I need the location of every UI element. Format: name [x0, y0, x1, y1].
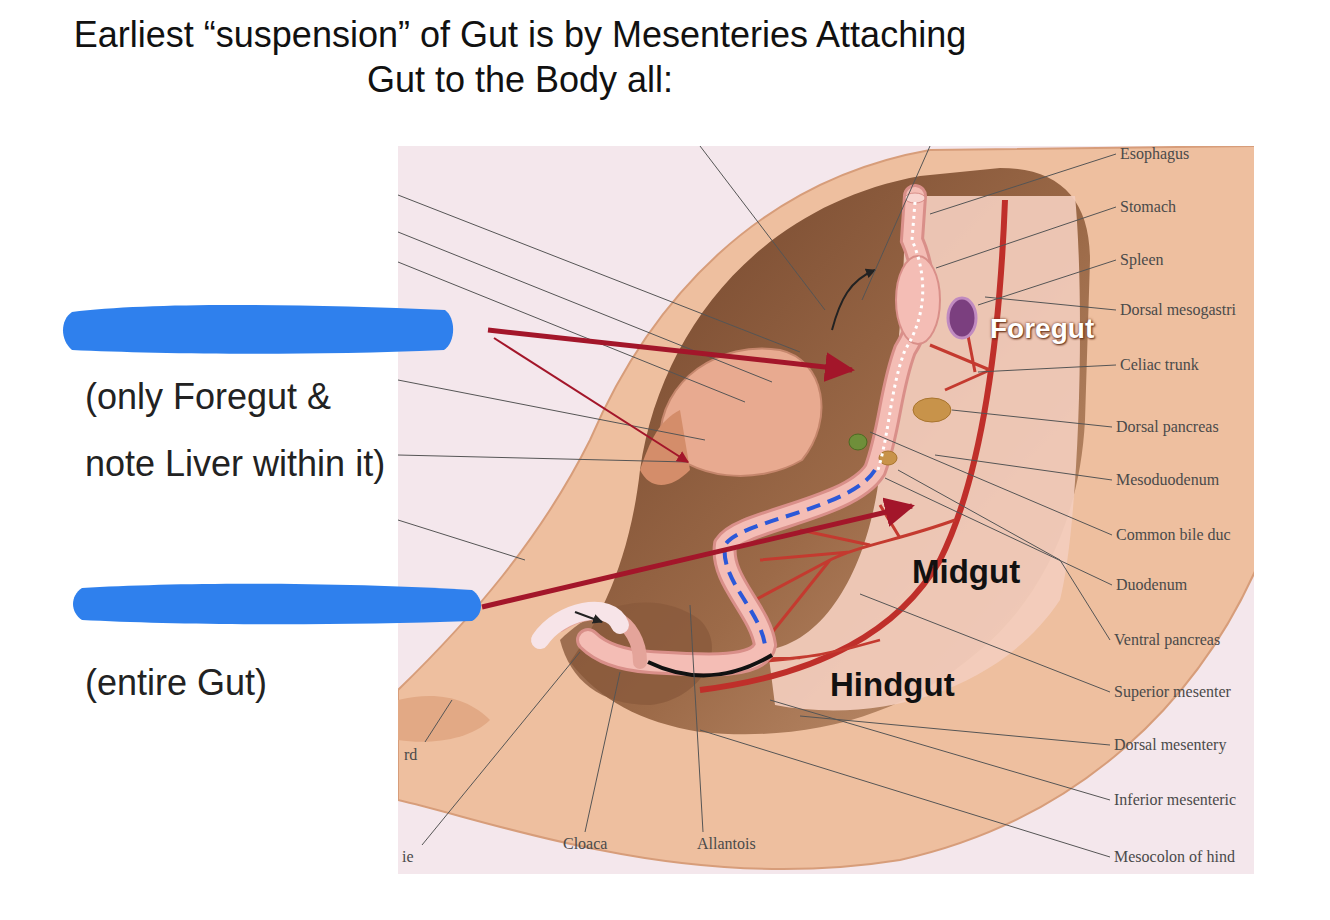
foregut-dotted-line [878, 202, 923, 470]
part-name: ie [402, 847, 414, 866]
stomach [896, 256, 940, 344]
part-name: Duodenum [1116, 575, 1187, 594]
part-name: Ventral pancreas [1114, 630, 1220, 649]
pointer-arrow [482, 506, 912, 607]
slide-title: Earliest “suspension” of Gut is by Mesen… [40, 12, 1000, 102]
cloaca-membrane [540, 611, 620, 640]
region-name: Foregut [990, 313, 1094, 345]
part-name: Superior mesenter [1114, 682, 1231, 701]
part-name: Celiac trunk [1120, 355, 1199, 374]
mesentery-sheet [768, 196, 1080, 710]
gallbladder [849, 434, 867, 450]
part-name: Spleen [1120, 250, 1164, 269]
part-name: rd [404, 745, 417, 764]
dorsal-pancreas [913, 398, 951, 422]
note-text: (only Foregut & note Liver within it) [85, 364, 398, 497]
part-name: Dorsal mesogastri [1120, 300, 1236, 319]
part-name: Cloaca [563, 834, 607, 853]
spleen [948, 298, 976, 338]
note-text: (entire Gut) [85, 650, 267, 717]
tail [398, 696, 490, 742]
pointer-arrow [488, 330, 852, 370]
redaction-blob [73, 584, 481, 625]
esophagus-end [905, 193, 925, 203]
region-name: Midgut [912, 553, 1020, 591]
embryo-body [398, 146, 1254, 869]
part-name: Common bile duc [1116, 525, 1231, 544]
part-name: Mesoduodenum [1116, 470, 1219, 489]
part-name: Mesocolon of hind [1114, 847, 1235, 866]
part-name: Inferior mesenteric [1114, 790, 1236, 809]
pointer-arrow [494, 338, 688, 462]
cavity-arrow [832, 270, 875, 330]
redaction-blob [63, 305, 453, 354]
cavity-arrow [575, 612, 602, 622]
midgut-dashed-line [725, 470, 875, 645]
part-name: Stomach [1120, 197, 1176, 216]
leader-lines [398, 146, 1116, 857]
region-name: Hindgut [830, 666, 955, 704]
part-name: Dorsal mesentery [1114, 735, 1226, 754]
part-name: Allantois [697, 834, 756, 853]
ventral-pancreas [879, 451, 897, 465]
part-name: Dorsal pancreas [1116, 417, 1219, 436]
hindgut-arc [648, 655, 772, 675]
part-name: Esophagus [1120, 144, 1189, 163]
